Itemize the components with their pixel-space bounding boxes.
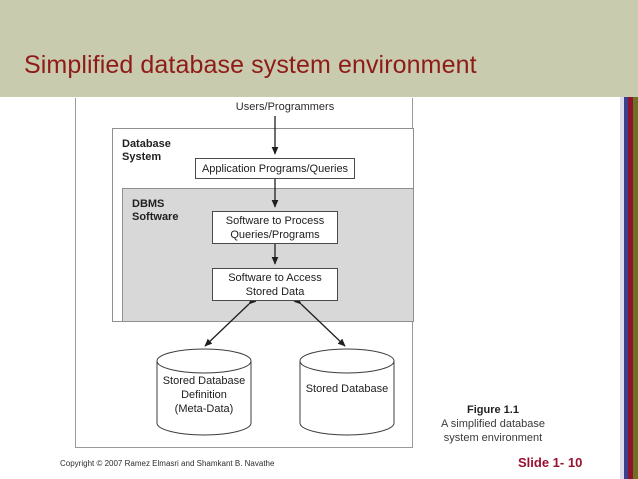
database-system-label: Database System	[122, 138, 171, 164]
software-to-process-line1: Software to Process	[225, 214, 325, 227]
users-programmers-label: Users/Programmers	[235, 101, 335, 113]
stored-database-cylinder: Stored Database	[298, 348, 396, 436]
database-system-label-line1: Database	[122, 138, 171, 150]
figure-caption-line2: system environment	[443, 432, 543, 444]
database-system-label-line2: System	[122, 151, 162, 163]
cylinder-shape-metadata	[156, 348, 252, 436]
software-to-process-line2: Queries/Programs	[230, 228, 320, 241]
stripe-olive	[633, 97, 638, 479]
dbms-software-label-line2: Software	[132, 211, 179, 223]
right-edge-color-stripe	[620, 97, 638, 479]
cylinder-shape-storeddb	[299, 348, 395, 436]
stripe-lavender	[620, 97, 624, 479]
dbms-software-label: DBMS Software	[132, 198, 178, 224]
software-to-process-box: Software to Process Queries/Programs	[212, 211, 338, 244]
stripe-blue	[624, 97, 628, 479]
application-programs-box: Application Programs/Queries	[195, 158, 355, 179]
stripe-maroon	[628, 97, 633, 479]
software-to-access-box: Software to Access Stored Data	[212, 268, 338, 301]
dbms-software-label-line1: DBMS	[132, 198, 165, 210]
figure-area: Users/Programmers Database System DBMS S…	[0, 97, 620, 452]
footer-slide-number: Slide 1- 10	[518, 455, 583, 470]
figure-caption: Figure 1.1 A simplified database system …	[418, 403, 568, 445]
page-title: Simplified database system environment	[24, 51, 477, 79]
slide-header-band: Simplified database system environment	[0, 0, 638, 97]
software-to-access-line2: Stored Data	[245, 285, 305, 298]
figure-caption-title: Figure 1.1	[467, 404, 519, 416]
stored-database-definition-cylinder: Stored Database Definition (Meta-Data)	[155, 348, 253, 436]
figure-caption-line1: A simplified database	[441, 418, 545, 430]
software-to-access-line1: Software to Access	[228, 271, 322, 284]
footer-copyright: Copyright © 2007 Ramez Elmasri and Shamk…	[60, 459, 275, 468]
